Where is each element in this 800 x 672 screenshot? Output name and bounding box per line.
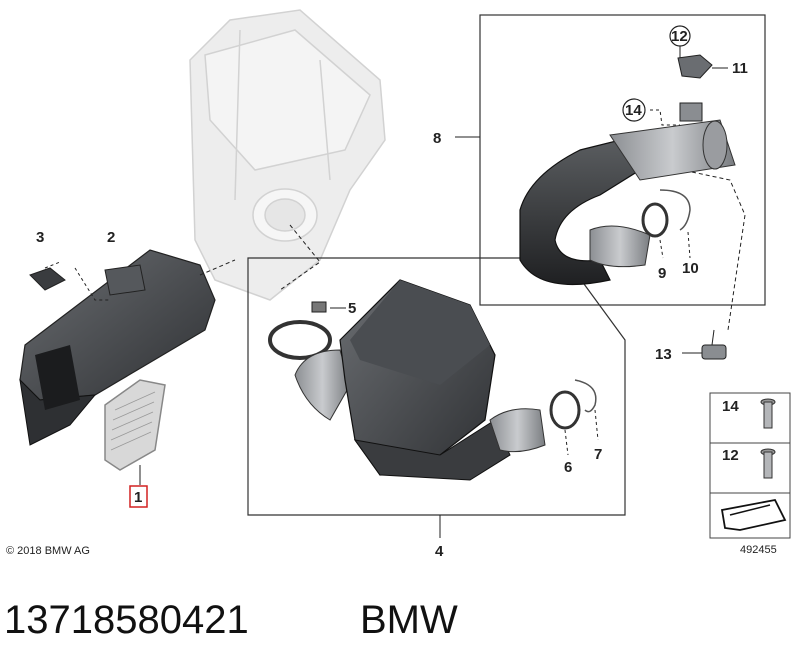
legend-label-12: 12 — [722, 447, 739, 464]
part-10-clip[interactable] — [659, 189, 691, 231]
screw-14-icon — [760, 398, 776, 429]
part-1-grille[interactable] — [104, 379, 166, 471]
diagram-id: 492455 — [740, 544, 777, 556]
ghost-airbox — [189, 9, 386, 301]
part-6-ring[interactable] — [549, 390, 581, 430]
callout-8[interactable]: 8 — [433, 130, 441, 147]
callout-11[interactable]: 11 — [732, 60, 748, 77]
callout-1-highlight — [129, 485, 148, 508]
callout-14-circle — [622, 98, 646, 122]
callout-7[interactable]: 7 — [594, 446, 602, 463]
part-5-clamp[interactable] — [268, 301, 332, 360]
callout-2[interactable]: 2 — [107, 229, 115, 246]
callout-13[interactable]: 13 — [655, 346, 672, 363]
legend-panel — [709, 392, 791, 539]
legend-label-14: 14 — [722, 398, 739, 415]
callout-12[interactable]: 12 — [671, 28, 688, 45]
callout-4[interactable]: 4 — [435, 543, 444, 560]
part-7-clip[interactable] — [574, 379, 597, 413]
part-8-hose[interactable] — [519, 119, 736, 286]
frame-4 — [247, 257, 626, 516]
part-number: 13718580421 — [4, 598, 249, 642]
copyright: © 2018 BMW AG — [6, 545, 90, 557]
screw-12-icon — [760, 448, 776, 479]
callout-12-circle — [669, 25, 691, 47]
part-11-sensor[interactable] — [677, 54, 713, 79]
callout-14[interactable]: 14 — [625, 102, 642, 119]
part-14-sensor-mount[interactable] — [679, 102, 703, 122]
callout-6[interactable]: 6 — [564, 459, 572, 476]
callout-10[interactable]: 10 — [682, 260, 699, 277]
callout-9[interactable]: 9 — [658, 265, 666, 282]
part-13-sensor[interactable] — [701, 329, 727, 360]
arrow-icon — [720, 498, 787, 531]
part-2-intake-duct[interactable] — [19, 249, 216, 446]
callout-3[interactable]: 3 — [36, 229, 44, 246]
brand: BMW — [360, 598, 458, 642]
callout-1[interactable]: 1 — [134, 489, 142, 506]
frame-8 — [479, 14, 766, 306]
callout-5[interactable]: 5 — [348, 300, 356, 317]
part-9-ring[interactable] — [641, 202, 669, 238]
part-3-pad[interactable] — [29, 267, 66, 291]
part-4-filter-housing[interactable] — [294, 279, 546, 481]
